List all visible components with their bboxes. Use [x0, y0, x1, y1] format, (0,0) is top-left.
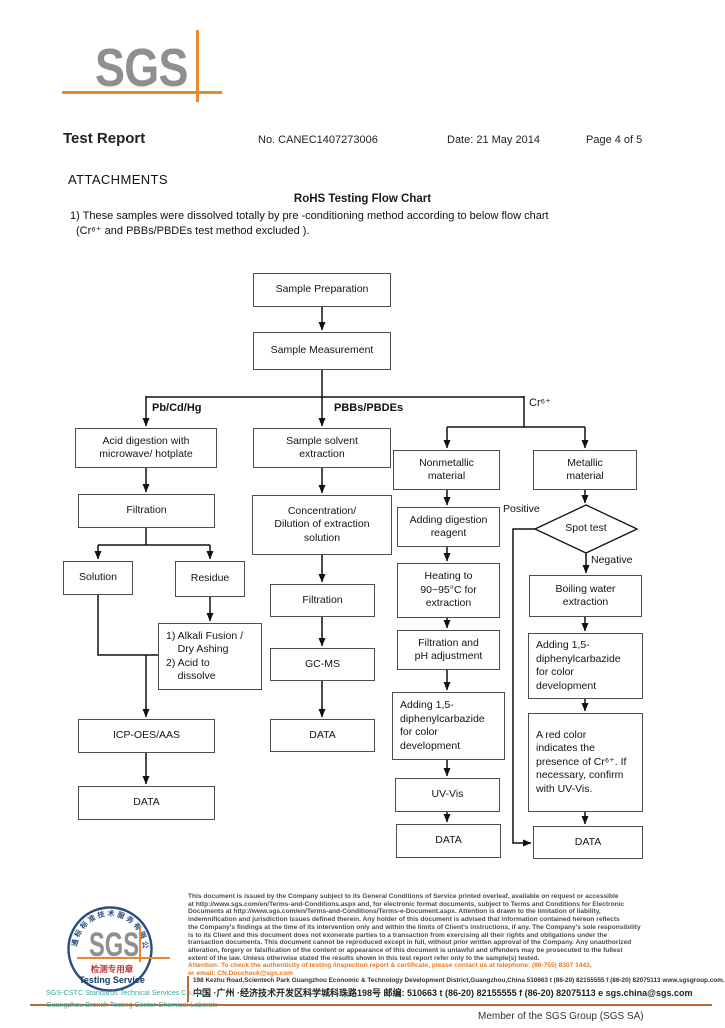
sgs-stamp: 通标标准技术服务有限公司 SGS 检测专用章 Testing Service S…: [42, 894, 217, 1009]
flow-box-solution: Solution: [63, 561, 133, 595]
flow-box-filtration-1: Filtration: [78, 494, 215, 528]
logo-crosshair-vertical: [196, 30, 199, 102]
address-chinese: 中国 ·广州 ·经济技术开发区科学城科珠路198号 邮编: 510663 t (…: [193, 988, 693, 998]
flow-box-data-nonmetallic: DATA: [396, 824, 501, 858]
stamp-company-line-1: SGS-CSTC Standards Technical Services Co…: [46, 988, 208, 997]
legal-line: is to its Client and this document does …: [188, 931, 608, 939]
footer-rule: [30, 1004, 712, 1006]
legal-line: the Company's findings at the time of it…: [188, 923, 641, 931]
address-divider: [187, 976, 189, 1002]
report-date: Date: 21 May 2014: [447, 134, 540, 146]
page-title: Test Report: [63, 130, 146, 147]
flow-box-filtration-ph: Filtration and pH adjustment: [397, 630, 500, 670]
flow-box-sample-measurement: Sample Measurement: [253, 332, 391, 370]
spot-test-label: Spot test: [565, 522, 607, 534]
flow-box-data-mid: DATA: [270, 719, 375, 752]
branch-label-pbbs-pbdes: PBBs/PBDEs: [334, 402, 404, 414]
spot-test-diamond: [533, 504, 639, 554]
flow-box-concentration: Concentration/ Dilution of extraction so…: [252, 495, 392, 555]
decision-label-negative: Negative: [591, 554, 633, 566]
flow-box-uv-vis: UV-Vis: [395, 778, 500, 812]
member-note: Member of the SGS Group (SGS SA): [478, 1011, 644, 1022]
flow-box-adding-dpc-nonmetallic: Adding 1,5- diphenylcarbazide for color …: [392, 692, 505, 760]
logo-crosshair-horizontal: [62, 91, 222, 94]
attention-text: Attention: To check the authenticity of …: [188, 962, 712, 977]
report-number: No. CANEC1407273006: [258, 134, 378, 146]
flow-box-metallic: Metallic material: [533, 450, 637, 490]
legal-text-block: This document is issued by the Company s…: [188, 893, 712, 962]
branch-label-pb-cd-hg: Pb/Cd/Hg: [152, 402, 202, 414]
flow-box-sample-preparation: Sample Preparation: [253, 273, 391, 307]
decision-label-positive: Positive: [503, 503, 540, 515]
stamp-seal-text: 检测专用章: [91, 964, 134, 974]
note-line-2: (Cr⁶⁺ and PBBs/PBDEs test method exclude…: [76, 225, 310, 237]
legal-line: extent of the law. Unless otherwise stat…: [188, 954, 540, 962]
stamp-company-line-2: Guangzhou Branch Testing Center Chemical…: [46, 1000, 217, 1009]
legal-line: Documents at http://www.sgs.com/en/Terms…: [188, 908, 601, 916]
flow-box-adding-reagent: Adding digestion reagent: [397, 507, 500, 547]
flow-box-heating: Heating to 90~95°C for extraction: [397, 563, 500, 618]
flow-box-icp-oes-aas: ICP-OES/AAS: [78, 719, 215, 753]
page-indicator: Page 4 of 5: [586, 134, 643, 146]
legal-line: This document is issued by the Company s…: [188, 893, 619, 900]
stamp-seal-subtext: Testing Service: [79, 975, 145, 985]
legal-line: alteration, forgery or falsification of …: [188, 946, 623, 954]
address-english: 198 Kezhu Road,Scientech Park Guangzhou …: [193, 977, 725, 984]
flow-box-acid-digestion: Acid digestion with microwave/ hotplate: [75, 428, 217, 468]
attention-line-2: or email: CN.Doccheck@sgs.com: [188, 969, 294, 977]
flow-box-data-metallic: DATA: [533, 826, 643, 859]
flow-chart-title: RoHS Testing Flow Chart: [293, 193, 432, 205]
flow-box-filtration-2: Filtration: [270, 584, 375, 617]
attachments-heading: ATTACHMENTS: [68, 172, 168, 187]
sgs-logo: SGS: [95, 36, 188, 98]
flow-box-solvent-extraction: Sample solvent extraction: [253, 428, 391, 468]
flow-box-residue: Residue: [175, 561, 245, 597]
flow-box-data-left: DATA: [78, 786, 215, 820]
flow-box-boiling-water: Boiling water extraction: [529, 575, 642, 617]
stamp-circle: [67, 906, 153, 992]
flow-box-alkali-fusion: 1) Alkali Fusion / Dry Ashing 2) Acid to…: [158, 623, 262, 690]
legal-line: indemnification and jurisdiction issues …: [188, 916, 620, 924]
legal-line: transaction documents. This document can…: [188, 939, 632, 947]
flow-box-nonmetallic: Nonmetallic material: [393, 450, 500, 490]
attention-line-1: Attention: To check the authenticity of …: [188, 962, 592, 969]
flow-box-adding-dpc-metallic: Adding 1,5- diphenylcarbazide for color …: [528, 633, 643, 699]
flow-box-red-color: A red color indicates the presence of Cr…: [528, 713, 643, 812]
branch-label-cr6: Cr⁶⁺: [529, 397, 551, 409]
legal-line: at http://www.sgs.com/en/Terms-and-Condi…: [188, 900, 625, 908]
flow-box-gc-ms: GC-MS: [270, 648, 375, 681]
note-line-1: 1) These samples were dissolved totally …: [70, 210, 549, 222]
